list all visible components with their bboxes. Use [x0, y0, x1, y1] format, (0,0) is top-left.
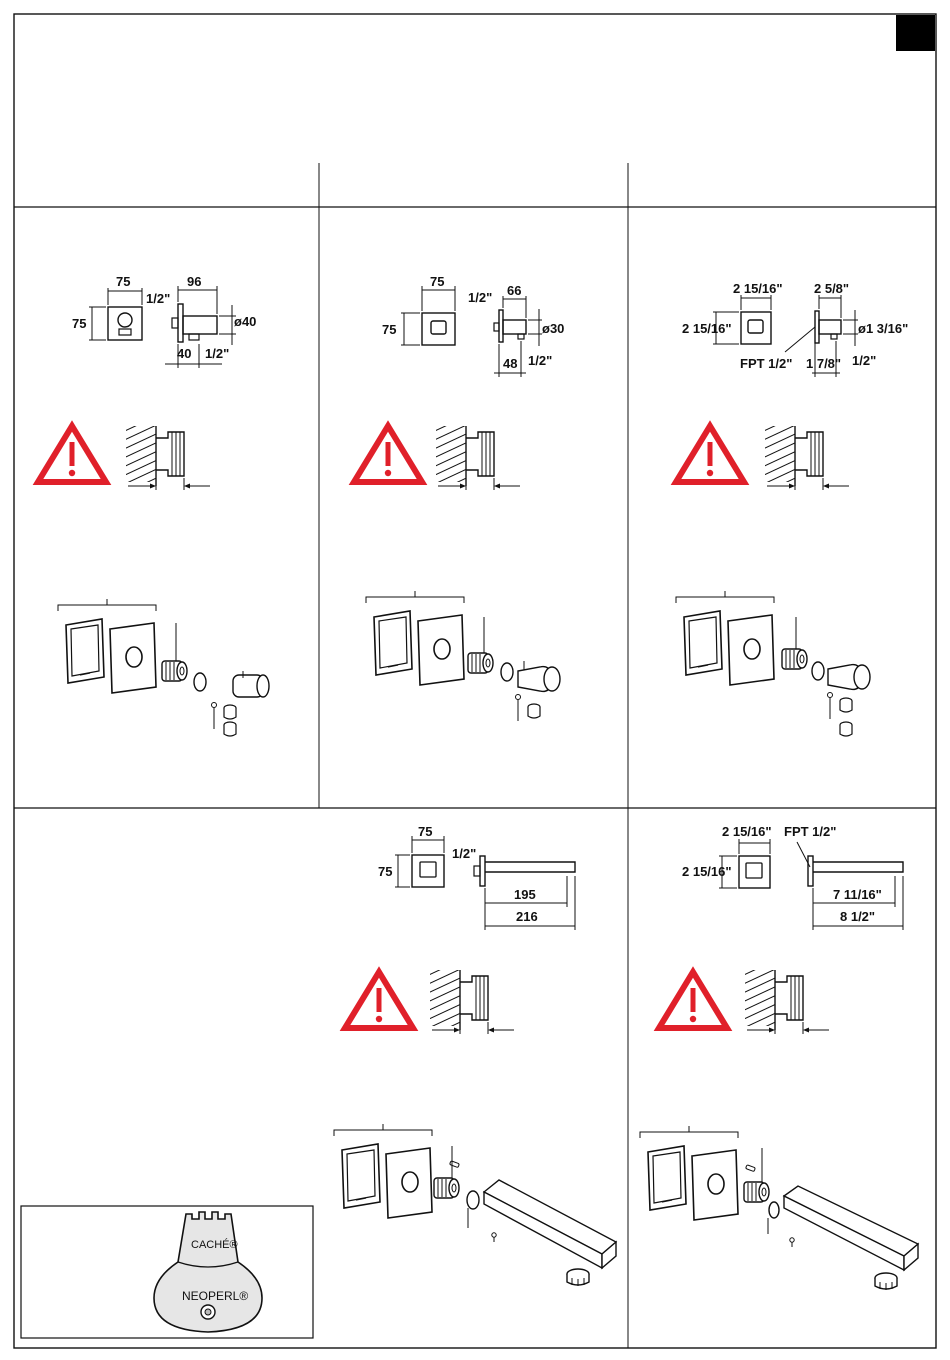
exploded-view-icon — [676, 591, 870, 736]
warning-triangle-icon — [354, 426, 422, 482]
aerator-key-icon — [154, 1212, 262, 1332]
dimension-drawing-5: 2 15/16" 2 15/16" FPT 1/2" 7 11/16" 8 1/… — [682, 824, 903, 930]
wall-installation-icon — [430, 970, 514, 1034]
thread-bottom-label: 1/2" — [205, 346, 229, 361]
spout-length-label: 195 — [514, 887, 536, 902]
width-label: 2 15/16" — [733, 281, 783, 296]
thread-top-label: 1/2" — [146, 291, 170, 306]
exploded-view-icon — [366, 591, 560, 721]
diameter-label: ø30 — [542, 321, 564, 336]
thread-bottom-label: 1/2" — [528, 353, 552, 368]
width-label: 75 — [418, 824, 432, 839]
wall-installation-icon — [745, 970, 829, 1034]
base-depth-label: 48 — [503, 356, 517, 371]
height-label: 2 15/16" — [682, 864, 732, 879]
aerator-tool-box: CACHÉ® NEOPERL® — [21, 1206, 313, 1338]
base-depth-label: 40 — [177, 346, 191, 361]
corner-tab — [896, 15, 935, 51]
thread-label: 1/2" — [452, 846, 476, 861]
depth-label: 96 — [187, 274, 201, 289]
dimension-drawing-1: 75 75 96 1/2" ø40 40 1/2" — [72, 274, 256, 368]
warning-triangle-icon — [659, 972, 727, 1028]
height-label: 75 — [378, 864, 392, 879]
height-label: 75 — [382, 322, 396, 337]
tool-label-top: CACHÉ® — [191, 1238, 238, 1251]
width-label: 2 15/16" — [722, 824, 772, 839]
wall-installation-icon — [436, 426, 520, 490]
thread-bottom-label: 1/2" — [852, 353, 876, 368]
dimension-drawing-4: 75 75 1/2" 195 216 — [378, 824, 575, 930]
warning-triangle-icon — [38, 426, 106, 482]
panel-4: 75 75 1/2" 195 216 — [334, 824, 616, 1286]
panel-3: 2 15/16" 2 15/16" 2 5/8" FPT 1/2" ø1 3/1… — [676, 281, 908, 736]
dimension-drawing-3: 2 15/16" 2 15/16" 2 5/8" FPT 1/2" ø1 3/1… — [682, 281, 908, 377]
total-length-label: 216 — [516, 909, 538, 924]
thread-top-label: 1/2" — [468, 290, 492, 305]
warning-triangle-icon — [345, 972, 413, 1028]
exploded-view-icon — [334, 1124, 616, 1286]
width-label: 75 — [116, 274, 130, 289]
depth-label: 66 — [507, 283, 521, 298]
base-depth-label: 1 7/8" — [806, 356, 841, 371]
exploded-view-icon — [58, 599, 269, 736]
diameter-label: ø1 3/16" — [858, 321, 908, 336]
depth-label: 2 5/8" — [814, 281, 849, 296]
wall-installation-icon — [765, 426, 849, 490]
total-length-label: 8 1/2" — [840, 909, 875, 924]
thread-top-label: FPT 1/2" — [740, 356, 792, 371]
height-label: 2 15/16" — [682, 321, 732, 336]
thread-label: FPT 1/2" — [784, 824, 836, 839]
exploded-view-icon — [640, 1126, 918, 1290]
panel-1: 75 75 96 1/2" ø40 40 1/2" — [38, 274, 269, 736]
warning-triangle-icon — [676, 426, 744, 482]
spout-length-label: 7 11/16" — [833, 887, 882, 902]
height-label: 75 — [72, 316, 86, 331]
diameter-label: ø40 — [234, 314, 256, 329]
panel-5: 2 15/16" 2 15/16" FPT 1/2" 7 11/16" 8 1/… — [640, 824, 918, 1290]
wall-installation-icon — [126, 426, 210, 490]
tool-label-bottom: NEOPERL® — [182, 1289, 248, 1303]
width-label: 75 — [430, 274, 444, 289]
panel-2: 75 75 66 1/2" ø30 48 1/2" — [354, 274, 564, 721]
page-frame — [14, 14, 936, 1348]
dimension-drawing-2: 75 75 66 1/2" ø30 48 1/2" — [382, 274, 564, 377]
